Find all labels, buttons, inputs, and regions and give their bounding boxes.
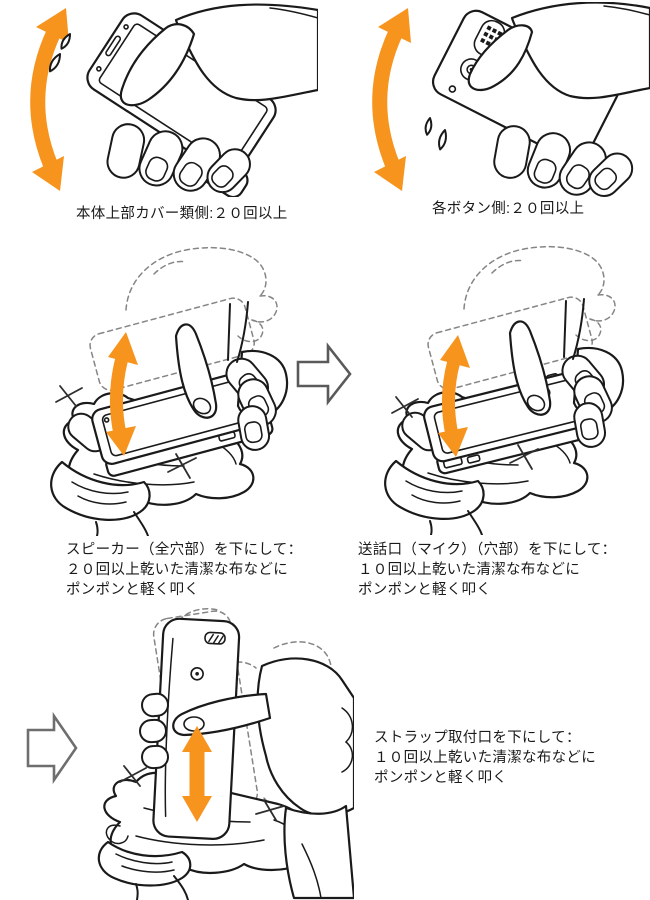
wrapping-fingertips-icon <box>139 692 169 770</box>
pressing-finger-icon <box>174 323 218 419</box>
up-down-motion-arrow-icon <box>106 332 138 456</box>
caption-shake-buttons: 各ボタン側:２０回以上 <box>432 201 585 217</box>
finger <box>493 125 634 197</box>
up-down-motion-arrow-icon <box>182 726 212 822</box>
caption-line: ポンポンと軽く叩く <box>358 582 492 598</box>
caption-line: ２０回以上乾いた清潔な布などに <box>66 562 288 578</box>
hand-shaking-phone-back-side-icon <box>372 2 650 197</box>
pressing-finger-icon <box>508 320 552 416</box>
swing-motion-arrow-icon <box>372 8 411 191</box>
camera-icon <box>190 667 204 681</box>
next-step-arrow-icon <box>26 711 78 785</box>
thumb <box>119 23 196 107</box>
thumb <box>467 24 534 92</box>
hand-icon <box>106 3 318 194</box>
gripping-hand-icon <box>561 298 625 448</box>
caption-tap-strap: ストラップ取付口を下にして： １０回以上乾いた清潔な布などに ポンポンと軽く叩く <box>374 728 596 788</box>
patting-phone-upright-on-cloth-icon <box>26 608 354 900</box>
caption-shake-top: 本体上部カバー類側:２０回以上 <box>76 206 288 222</box>
phone-back-up-icon <box>423 366 606 475</box>
impact-lines-icon <box>119 765 285 821</box>
caption-line: １０回以上乾いた清潔な布などに <box>358 562 580 578</box>
holding-hand-icon <box>172 657 354 900</box>
swing-motion-arrow-icon <box>30 8 69 191</box>
earpiece-icon <box>204 631 226 645</box>
next-step-arrow-icon <box>296 342 352 406</box>
caption-line: １０回以上乾いた清潔な布などに <box>374 750 596 766</box>
caption-line: スピーカー（全穴部）を下にして： <box>66 542 303 558</box>
caption-line: ストラップ取付口を下にして： <box>374 730 581 746</box>
hand-shaking-phone-screen-side-icon <box>30 3 318 197</box>
thumb <box>172 692 272 737</box>
caption-tap-speaker: スピーカー（全穴部）を下にして： ２０回以上乾いた清潔な布などに ポンポンと軽く… <box>66 540 302 600</box>
patting-phone-speaker-down-on-cloth-icon <box>50 246 289 536</box>
water-droplet-icon <box>424 117 447 151</box>
patting-phone-mic-down-on-cloth-icon <box>384 245 625 535</box>
finger <box>106 123 251 194</box>
gripping-hand-icon <box>225 301 289 451</box>
caption-line: ポンポンと軽く叩く <box>374 770 508 786</box>
water-droplet-icon <box>48 33 72 73</box>
cloth-holding-hand-icon <box>97 840 192 900</box>
caption-line: ポンポンと軽く叩く <box>66 582 200 598</box>
impact-lines-icon <box>391 396 539 470</box>
caption-tap-mic: 送話口（マイク）（穴部）を下にして： １０回以上乾いた清潔な布などに ポンポンと… <box>358 540 616 600</box>
caption-line: 送話口（マイク）（穴部）を下にして： <box>358 542 617 558</box>
hand-icon <box>467 2 650 197</box>
up-down-motion-arrow-icon <box>438 335 470 457</box>
impact-lines-icon <box>55 385 197 479</box>
